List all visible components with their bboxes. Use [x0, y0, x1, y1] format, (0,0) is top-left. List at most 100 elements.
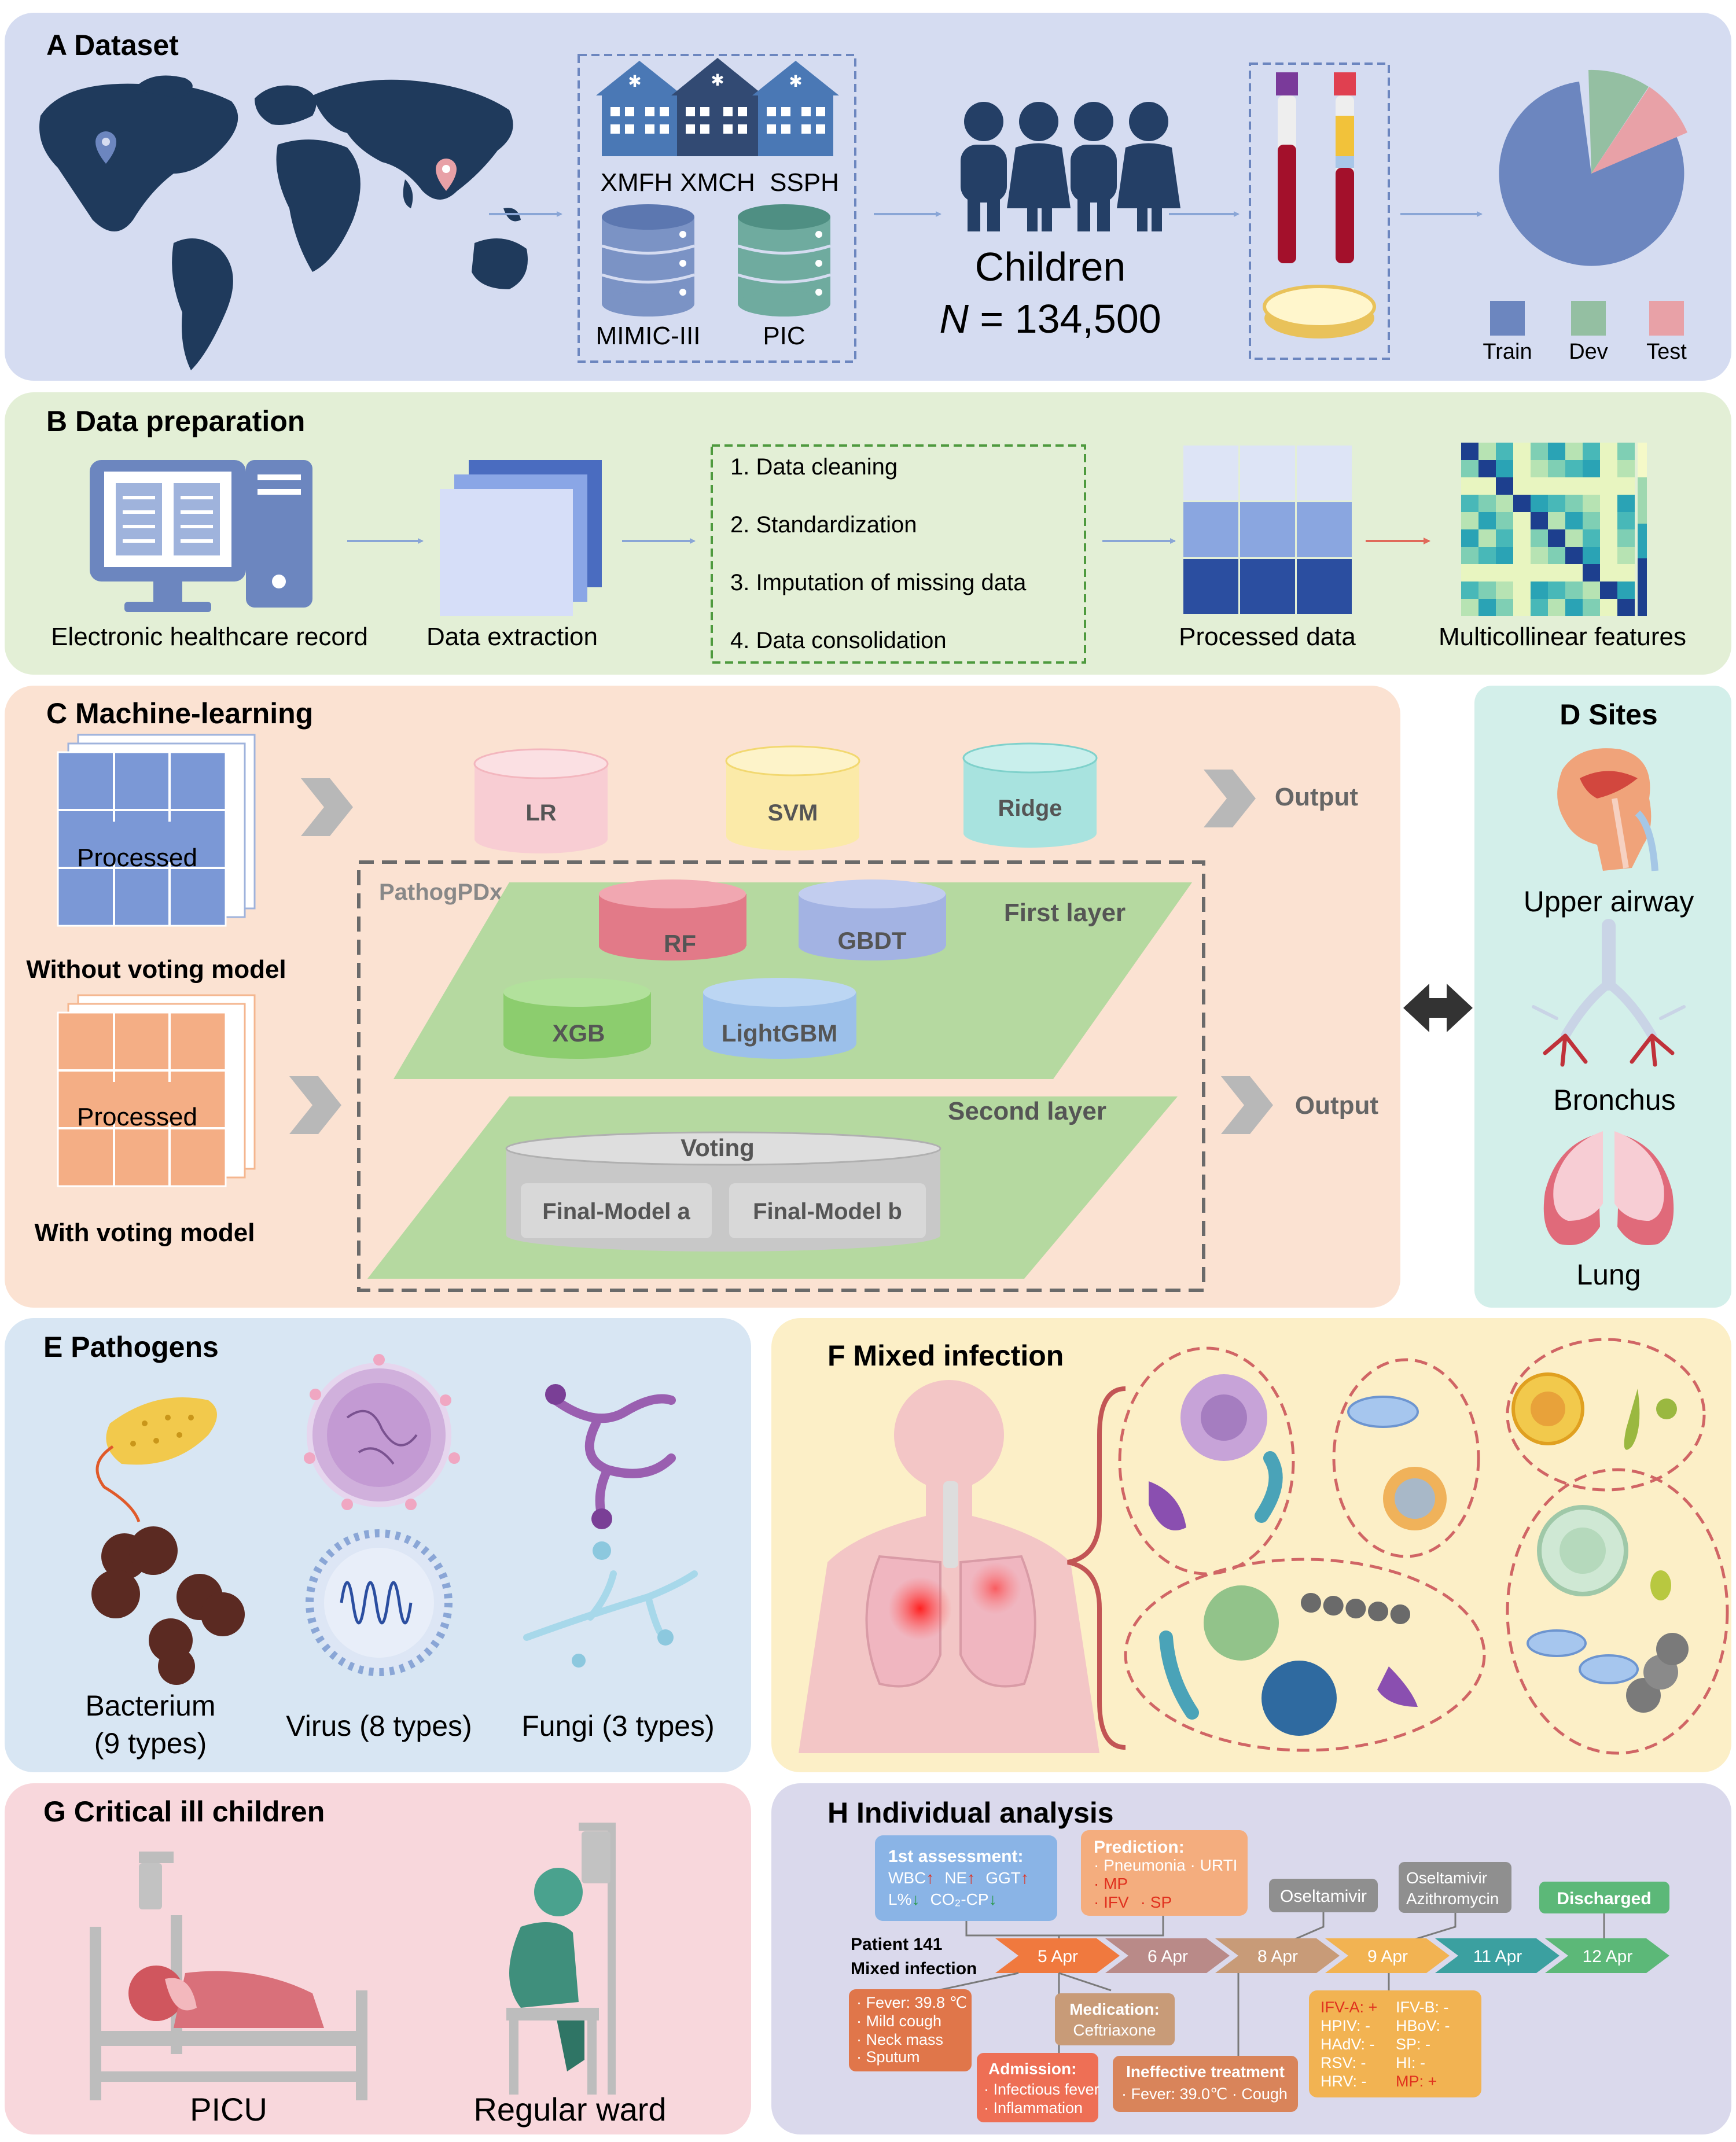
- processed-label-orange: Processed: [77, 1103, 197, 1131]
- processed-label: Processed data: [1179, 623, 1356, 651]
- symptoms-box: [849, 1989, 972, 2071]
- processed-stack-blue: [57, 734, 256, 927]
- fungi-hyphae-icon: [545, 1384, 676, 1529]
- heatmap-cell: [1496, 529, 1513, 547]
- discharged-box: [1539, 1882, 1669, 1913]
- hospital-label-xmfh: XMFH: [601, 168, 673, 197]
- computer-icon: [90, 460, 312, 612]
- test-result: RSV: -: [1321, 2054, 1366, 2071]
- picu-label: PICU: [190, 2091, 267, 2128]
- admission-line-2: · Inflammation: [984, 2099, 1083, 2117]
- panel-c-machine-learning: C Machine-learning Processed Without vot…: [5, 686, 1400, 1308]
- heatmap-cell: [1531, 529, 1548, 547]
- heatmap-cell: [1461, 599, 1478, 616]
- lung-icon: [1543, 1131, 1674, 1245]
- model-label-gbdt: GBDT: [838, 927, 907, 954]
- prediction-line-2: · MP: [1094, 1875, 1128, 1893]
- heatmap-cell: [1531, 599, 1548, 616]
- heatmap-cell: [1478, 529, 1496, 547]
- fungi-spore-icon: [523, 1541, 698, 1668]
- heatmap-cell: [1478, 443, 1496, 460]
- heatmap-cell: [1461, 477, 1478, 495]
- world-map: [39, 75, 528, 370]
- medication-drug: Ceftriaxone: [1073, 2021, 1156, 2039]
- panel-b-data-preparation: B Data preparation Electronic healthcare…: [5, 392, 1731, 675]
- heatmap-cell: [1513, 460, 1531, 477]
- processed-label-blue: Processed: [77, 844, 197, 872]
- heatmap-cell: [1478, 477, 1496, 495]
- timeline-date-5apr: 5 Apr: [1038, 1947, 1078, 1966]
- heatmap-cell: [1565, 460, 1583, 477]
- heatmap-cell: [1600, 547, 1617, 564]
- heatmap-cell: [1600, 477, 1617, 495]
- preprocessing-steps-box: [711, 444, 1086, 664]
- database-icon: [601, 204, 695, 316]
- hospital-icon: ✱: [752, 61, 839, 156]
- medication-oseltamivir-box: [1269, 1879, 1378, 1912]
- legend-swatch-test: [1649, 301, 1684, 336]
- heatmap-cell: [1478, 512, 1496, 529]
- timeline-step-11apr: [1435, 1938, 1560, 1973]
- heatmap-cell: [1496, 495, 1513, 512]
- heatmap-cell: [1461, 443, 1478, 460]
- virus-label: Virus (8 types): [286, 1710, 472, 1742]
- timeline-step-12apr: [1545, 1938, 1669, 1973]
- heatmap-cell: [1617, 443, 1635, 460]
- panel-e-pathogens: E Pathogens Bacterium (9 types) Virus (8…: [5, 1318, 751, 1772]
- samples-box: [1249, 62, 1390, 360]
- virus-icon: [304, 1354, 460, 1510]
- step-consolidation: 4. Data consolidation: [730, 628, 947, 653]
- heatmap-cell: [1600, 581, 1617, 599]
- heatmap-cell: [1461, 564, 1478, 581]
- heatmap-cell: [1496, 599, 1513, 616]
- heatmap-cell: [1617, 512, 1635, 529]
- heatmap-cell: [1548, 599, 1565, 616]
- heatmap-cell: [1513, 477, 1531, 495]
- blood-tube-icon: [1276, 72, 1356, 263]
- admission-line-1: · Infectious fever: [984, 2081, 1099, 2098]
- heatmap-cell: [1617, 581, 1635, 599]
- heatmap-cell: [1496, 564, 1513, 581]
- bacterium-rod-icon: [95, 1397, 217, 1522]
- patient-condition: Mixed infection: [851, 1959, 977, 1978]
- children-group-icon: [961, 102, 1180, 231]
- heatmap-cell: [1531, 581, 1548, 599]
- heatmap-cell: [1548, 460, 1565, 477]
- data-sources-box: [578, 54, 856, 363]
- heatmap-cell: [1548, 495, 1565, 512]
- symptom-1: · Fever: 39.8 ℃: [856, 1994, 967, 2011]
- final-model-b-label: Final-Model b: [753, 1199, 902, 1224]
- chevron-arrow-icon: [1221, 1076, 1273, 1134]
- site-label-bronchus: Bronchus: [1553, 1084, 1675, 1116]
- test-result: MP: +: [1396, 2073, 1437, 2090]
- heatmap-cell: [1478, 564, 1496, 581]
- legend-label-train: Train: [1483, 340, 1532, 364]
- site-label-lung: Lung: [1576, 1258, 1641, 1291]
- medication-title: Medication:: [1069, 2000, 1160, 2018]
- heatmap-cell: [1513, 547, 1531, 564]
- infection-cluster: [1506, 1338, 1706, 1492]
- heatmap-cell: [1565, 581, 1583, 599]
- heatmap-cell: [1600, 495, 1617, 512]
- chevron-arrow-icon: [1204, 770, 1256, 827]
- svg-text:✱: ✱: [789, 72, 802, 90]
- pathogen-icon: [1527, 1505, 1689, 1713]
- heatmap-cell: [1478, 599, 1496, 616]
- children-label: Children: [975, 244, 1126, 289]
- heatmap-cell: [1565, 599, 1583, 616]
- timeline-date-6apr: 6 Apr: [1147, 1947, 1188, 1966]
- medication-combo-1: Oseltamivir: [1406, 1869, 1487, 1887]
- database-label-pic: PIC: [763, 322, 805, 350]
- infection-cluster: [1124, 1558, 1486, 1752]
- pie-slice-dev: [1588, 69, 1649, 174]
- heatmap-cell: [1513, 495, 1531, 512]
- heatmap-cell: [1478, 547, 1496, 564]
- heatmap-cell: [1583, 599, 1600, 616]
- heatmap-cell: [1565, 512, 1583, 529]
- ward-label: Regular ward: [473, 2091, 666, 2128]
- heatmap-cell: [1565, 547, 1583, 564]
- heatmap-cell: [1496, 547, 1513, 564]
- output-label-bottom: Output: [1295, 1091, 1379, 1120]
- heatmap-cell: [1461, 529, 1478, 547]
- timeline-step-6apr: [1105, 1938, 1230, 1973]
